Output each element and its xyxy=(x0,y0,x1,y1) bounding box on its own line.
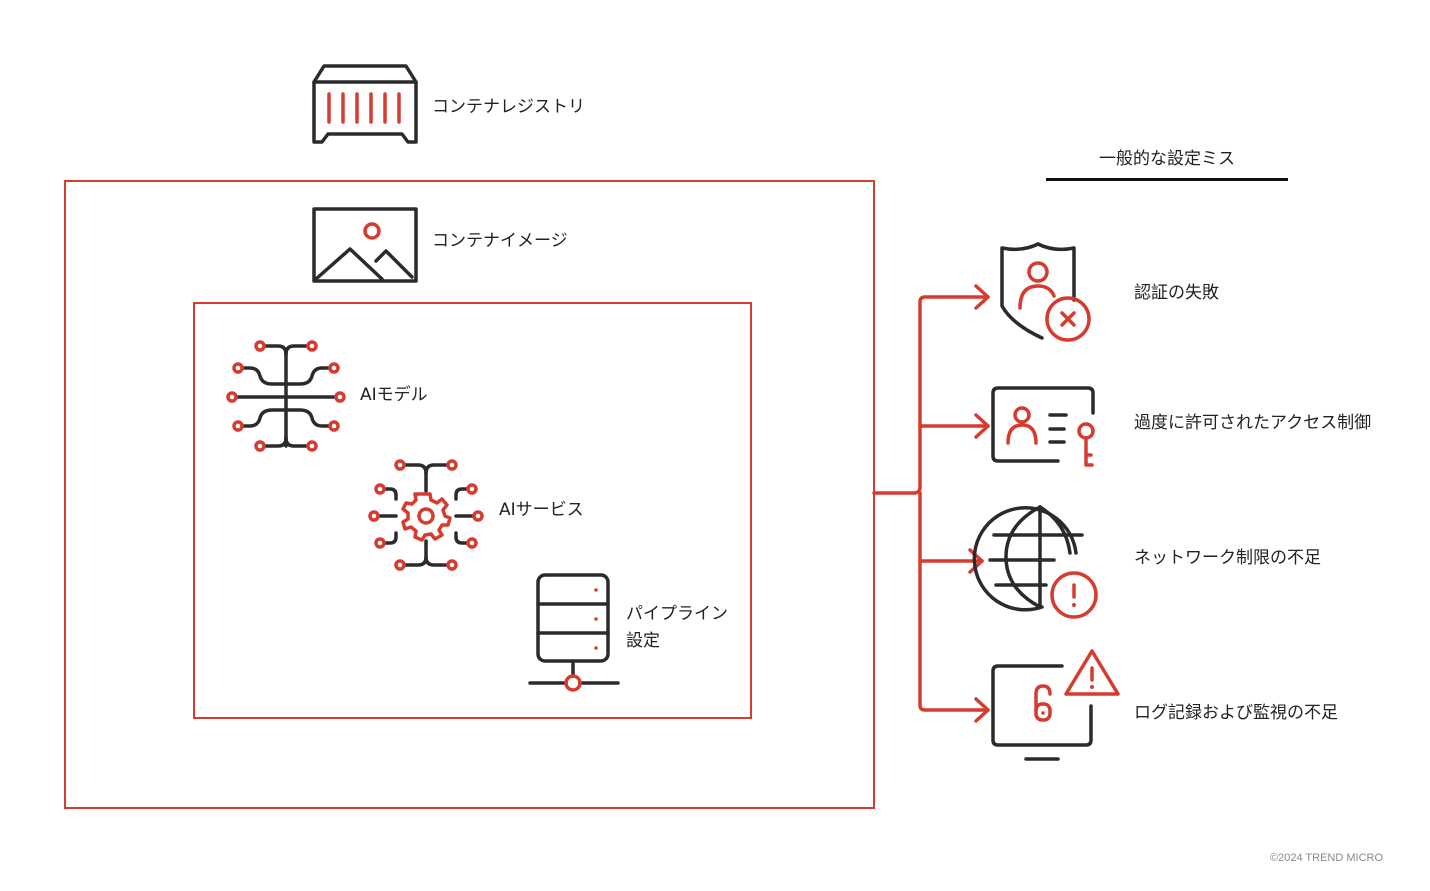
registry-label: コンテナレジストリ xyxy=(432,97,585,117)
heading-divider xyxy=(1046,178,1288,181)
ai-model-label: AIモデル xyxy=(360,385,428,405)
misconfig-item-label: 認証の失敗 xyxy=(1134,283,1219,303)
globe-alert-icon xyxy=(972,505,1098,619)
container-image-icon xyxy=(312,207,418,283)
misconfig-item-label: ログ記録および監視の不足 xyxy=(1134,703,1338,723)
server-icon xyxy=(528,573,620,692)
shield-user-x-icon xyxy=(1000,242,1091,342)
gear-network-icon xyxy=(368,459,484,571)
ai-service-label: AIサービス xyxy=(499,500,584,520)
pipeline-label-line1: パイプライン xyxy=(626,604,728,624)
misconfig-item-label: 過度に許可されたアクセス制御 xyxy=(1134,413,1372,433)
neural-network-icon xyxy=(226,340,346,452)
container-image-frame xyxy=(193,302,752,719)
monitor-lock-warning-icon xyxy=(991,649,1120,761)
pipeline-label-line2: 設定 xyxy=(626,631,660,651)
container-registry-icon xyxy=(312,64,418,144)
misconfig-heading: 一般的な設定ミス xyxy=(1099,149,1235,169)
id-card-key-icon xyxy=(991,386,1095,467)
connector-arrows xyxy=(872,284,990,723)
misconfig-item-label: ネットワーク制限の不足 xyxy=(1134,548,1321,568)
image-label: コンテナイメージ xyxy=(432,231,568,251)
copyright: ©2024 TREND MICRO xyxy=(1270,852,1384,864)
